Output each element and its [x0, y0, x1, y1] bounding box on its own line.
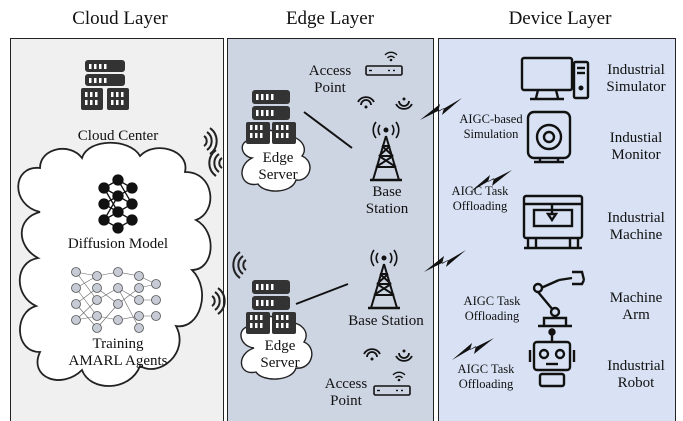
offloading-link-2-label-line1: AIGC Task — [463, 294, 521, 308]
device-layer-title: Device Layer — [508, 8, 612, 29]
wifi-icon — [395, 96, 413, 110]
industrial-robot-label-line2: Robot — [617, 375, 655, 391]
access-point-top-label-line1: Access — [308, 63, 352, 79]
machine-arm-label-line2: Arm — [622, 307, 650, 323]
offloading-link-3-label-line1: AIGC Task — [457, 362, 515, 376]
edge-layer-title: Edge Layer — [285, 8, 375, 29]
industrial-simulator-icon — [520, 56, 590, 101]
cloud-signal-waves-icon-3 — [211, 287, 226, 315]
cloud-shape — [17, 141, 212, 387]
industrial-monitor-label-line1: Industial — [609, 130, 663, 146]
diffusion-model-label: Diffusion Model — [67, 236, 169, 252]
industrial-machine-icon — [522, 194, 584, 250]
simulation-link-label-line2: Simulation — [463, 127, 519, 141]
edge-server-bottom-label-line1: Edge — [264, 338, 296, 354]
offloading-link-1-label-line2: Offloading — [452, 199, 508, 213]
industrial-simulator-label-line2: Simulator — [606, 79, 666, 95]
agents-network-icon — [71, 267, 161, 333]
access-point-bottom-label-line1: Access — [324, 376, 368, 392]
edge-server-top-label-line2: Server — [258, 167, 298, 183]
edge-signal-waves-icon — [208, 149, 223, 177]
access-point-router-icon — [365, 51, 403, 76]
wifi-icon — [363, 348, 381, 362]
cloud-center-icon — [81, 60, 129, 110]
access-point-bottom-label-line2: Point — [330, 393, 362, 409]
industrial-robot-label-line1: Industrial — [607, 358, 665, 374]
server-link-line — [303, 111, 353, 149]
access-point-router-icon — [373, 371, 411, 396]
offloading-link-1-label-line1: AIGC Task — [451, 184, 509, 198]
machine-arm-label-line1: Machine — [609, 290, 663, 306]
base-station-top-label-line1: Base — [372, 184, 402, 200]
training-label-line2: AMARL Agents — [68, 353, 168, 369]
edge-server-top-label-line1: Edge — [262, 150, 294, 166]
neural-network-icon — [98, 174, 138, 234]
offloading-link-2-label-line2: Offloading — [464, 309, 520, 323]
wifi-icon — [357, 96, 375, 110]
training-label-line1: Training — [92, 336, 144, 352]
industrial-robot-icon — [528, 328, 576, 388]
industrial-monitor-icon — [526, 110, 572, 164]
industrial-machine-label-line2: Machine — [609, 227, 663, 243]
base-station-tower-icon — [368, 120, 404, 182]
industrial-simulator-label-line1: Industrial — [607, 62, 665, 78]
lightning-link-icon — [424, 250, 466, 272]
base-station-bottom-label: Base Station — [348, 313, 424, 329]
offloading-link-3-label-line2: Offloading — [458, 377, 514, 391]
cloud-center-label: Cloud Center — [77, 128, 159, 144]
machine-arm-icon — [532, 270, 586, 328]
base-station-tower-icon — [366, 248, 402, 310]
edge-server-bottom-label-line2: Server — [260, 355, 300, 371]
wifi-icon — [395, 348, 413, 362]
cloud-signal-waves-icon-2 — [232, 251, 247, 279]
industrial-monitor-label-line2: Monitor — [611, 147, 661, 163]
server-link-line — [295, 283, 349, 305]
lightning-link-icon — [452, 338, 494, 360]
access-point-top-label-line2: Point — [314, 80, 346, 96]
cloud-layer-title: Cloud Layer — [72, 8, 168, 29]
base-station-top-label-line2: Station — [365, 201, 409, 217]
simulation-link-label-line1: AIGC-based — [459, 112, 523, 126]
industrial-machine-label-line1: Industrial — [607, 210, 665, 226]
